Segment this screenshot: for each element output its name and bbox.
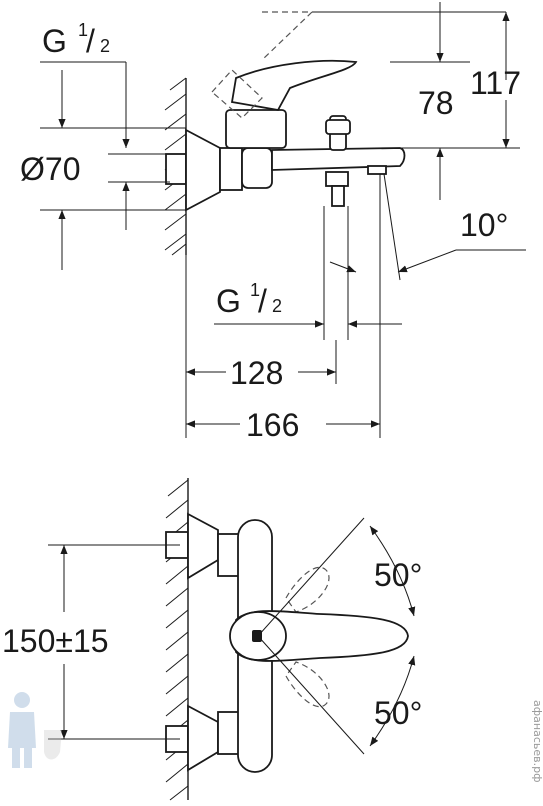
thread-spout-den: 2 (272, 296, 282, 316)
mixer-body-side (211, 11, 406, 207)
dim-166-label: 166 (246, 407, 299, 443)
diameter-label: Ø70 (20, 151, 80, 187)
side-view: G 1 / 2 Ø70 78 117 10° G 1 / 2 (20, 2, 526, 443)
top-view: 150±15 50° 50° (2, 478, 422, 801)
angle-upper-label: 50° (374, 557, 422, 593)
mixer-body-top (229, 519, 409, 773)
thread-top-num: 1 (78, 20, 88, 40)
spout-angle-label: 10° (460, 207, 508, 243)
dim-128-label: 128 (230, 355, 283, 391)
thread-spout-num: 1 (250, 280, 260, 300)
spacing-label: 150±15 (2, 623, 109, 659)
lower-wall-fitting (165, 704, 243, 772)
angle-lower-label: 50° (374, 695, 422, 731)
svg-text:/: / (258, 283, 267, 319)
plumber-logo-icon (8, 692, 62, 768)
watermark-text: афанасьев.рф (531, 700, 543, 782)
thread-spout-base: G (216, 283, 241, 319)
thread-top-base: G (42, 23, 67, 59)
svg-text:/: / (86, 23, 95, 59)
thread-top-den: 2 (100, 36, 110, 56)
dim-78-label: 78 (418, 85, 454, 121)
wall-fitting-side (165, 128, 243, 212)
dim-117-label: 117 (470, 65, 521, 101)
upper-wall-fitting (165, 512, 243, 580)
